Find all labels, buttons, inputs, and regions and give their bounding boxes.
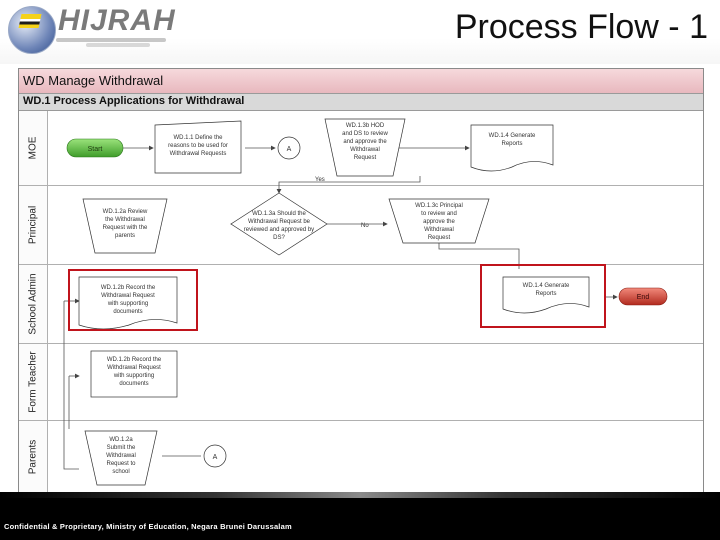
hod-ds-review-node: WD.1.3b HOD and DS to review and approve t… [324,118,406,177]
node-label-line: parents [115,233,135,239]
node-label-line: and DS to review [342,131,388,137]
principal-approve-node: WD.1.3c Principal to review and approve th… [388,198,490,244]
node-label-line: Reports [501,141,522,147]
footer-bar [0,492,720,540]
node-label-line: Submit the [107,445,136,451]
node-label-line: Request to [106,461,136,467]
process-title: WD.1 Process Applications for Withdrawal [23,95,245,107]
highlight-generate-reports [480,264,606,328]
highlight-admin-record [68,269,198,331]
node-label-line: approve the [423,219,455,225]
node-label-line: WD.1.2b Record the [101,285,156,291]
page-title: Process Flow - 1 [454,8,708,46]
subprocess-title: WD Manage Withdrawal [23,73,164,88]
end-label: End [637,294,650,301]
connector-a-bottom-label: A [213,454,218,461]
node-label-line: WD.1.4 Generate [489,133,536,139]
subprocess-header: WD Manage Withdrawal [19,69,703,94]
node-label-line: with supporting [113,373,154,379]
node-label-line: Withdrawal Request [101,293,155,299]
node-label-line: with supporting [107,301,148,307]
footer-text: Confidential & Proprietary, Ministry of … [4,522,292,531]
flow-canvas: Start WD.1.1 Define the reasons to be use… [63,118,668,486]
node-label-line: reviewed and approved by [244,227,314,233]
node-label-line: WD.1.2a [109,437,133,443]
connector-a-bottom: A [203,444,227,468]
node-label-line: Withdrawal [106,453,136,459]
connector-a-top-label: A [287,146,292,153]
node-label-line: Withdrawal Request be [248,219,311,225]
start-terminal: Start [66,138,124,158]
connector-a-top: A [277,136,301,160]
header-bar [0,0,720,64]
node-label-line: reasons to be used for [168,143,228,149]
process-header: WD.1 Process Applications for Withdrawal [19,94,703,111]
footer-highlight [0,492,720,498]
node-label-line: Withdrawal Request [107,365,161,371]
logo-text: HIJRAH [58,4,176,37]
lane-moe: MOE [19,111,703,186]
node-label-line: Reports [535,291,556,297]
start-label: Start [88,146,103,153]
node-label-line: WD.1.2a Review [103,209,148,215]
no-label: No [361,223,369,229]
node-label-line: Request [428,235,451,241]
node-label-line: school [112,469,129,475]
lane-school-admin: School Admin [19,265,703,344]
logo-swoosh [56,38,166,42]
node-label-line: WD.1.2b Record the [107,357,162,363]
node-label-line: documents [119,381,148,387]
node-label-line: WD.1.3c Principal [415,203,463,209]
node-label-line: Withdrawal [424,227,454,233]
flag-icon [18,14,42,28]
node-label-line: WD.1.3b HOD [346,123,385,129]
principal-approve-label: WD.1.3c Principal to review and approve th… [415,203,463,241]
end-terminal: End [618,287,668,306]
logo-tagline [86,43,150,47]
node-label-line: documents [113,309,142,315]
lane-principal: Principal [19,186,703,265]
node-label-line: Request with the [103,225,148,231]
node-label-line: WD.1.1 Define the [173,135,223,141]
yes-label: Yes [315,177,325,183]
hod-ds-review-label: WD.1.3b HOD and DS to review and approve t… [342,123,388,161]
node-label-line: and approve the [343,139,387,145]
node-label-line: Withdrawal [350,147,380,153]
node-label-line: to review and [421,211,457,217]
lane-form-teacher: Form Teacher [19,344,703,421]
node-label-line: the Withdrawal [105,217,145,223]
process-diagram: WD Manage Withdrawal WD.1 Process Applic… [18,68,704,494]
node-label-line: WD.1.4 Generate [523,283,570,289]
node-label-line: WD.1.3a Should the [252,211,306,217]
node-label-line: Request [354,155,377,161]
node-label-line: Withdrawal Requests [170,151,227,157]
node-label-line: DS? [273,235,285,241]
lane-parents: Parents [19,421,703,493]
